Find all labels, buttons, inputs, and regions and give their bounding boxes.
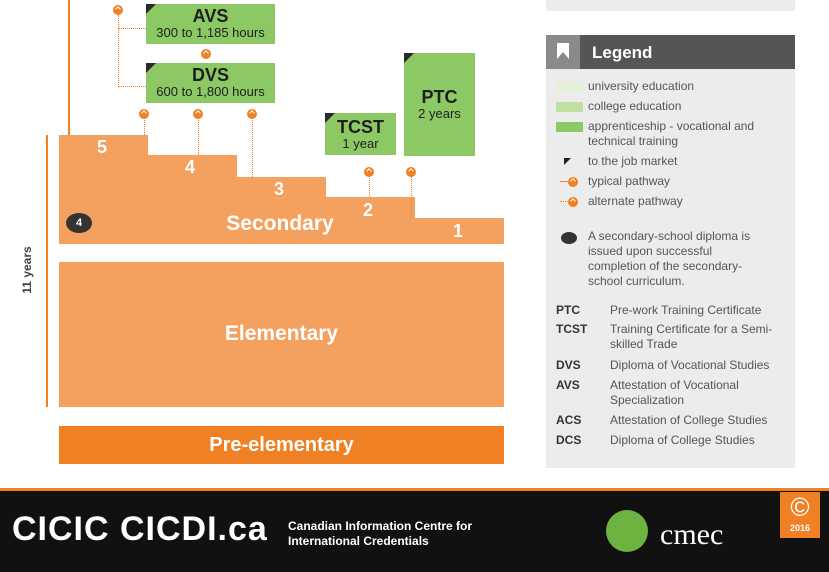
job-market-corner-icon bbox=[146, 63, 156, 73]
cmec-globe-icon bbox=[606, 510, 648, 552]
bookmark-icon bbox=[546, 35, 580, 69]
abbr-acs: ACS bbox=[556, 413, 582, 427]
legend-header: Legend bbox=[546, 35, 795, 69]
tcst-title: TCST bbox=[337, 117, 384, 137]
note-bubble-icon: 4 bbox=[66, 213, 92, 233]
legend-university: university education bbox=[588, 79, 695, 93]
footer-bar: CICIC CICDI.ca Canadian Information Cent… bbox=[0, 488, 829, 572]
typical-pathway-marker-icon bbox=[193, 109, 203, 119]
job-market-corner-icon bbox=[404, 53, 414, 63]
university-swatch bbox=[556, 82, 583, 92]
legend-note: A secondary-school diploma is issued upo… bbox=[588, 229, 751, 288]
secondary-label: Secondary bbox=[226, 212, 334, 235]
ptc-title: PTC bbox=[421, 87, 458, 107]
pathway-line bbox=[118, 28, 146, 29]
pathway-line bbox=[144, 118, 145, 135]
secondary-step-1 bbox=[415, 218, 504, 244]
secondary-step-2 bbox=[326, 197, 415, 244]
secondary-step-4 bbox=[148, 155, 237, 244]
abbr-dvs: DVS bbox=[556, 358, 581, 372]
elementary-label: Elementary bbox=[224, 322, 339, 345]
legend-typical-pathway: typical pathway bbox=[588, 174, 671, 188]
top-gray-box bbox=[546, 0, 795, 11]
typical-pathway-marker-icon bbox=[406, 167, 416, 177]
footer-accent-line bbox=[0, 488, 829, 491]
pathway-line bbox=[118, 86, 146, 87]
step-number-5: 5 bbox=[97, 137, 108, 157]
abbr-avs-desc: Attestation of Vocational Specialization bbox=[610, 378, 739, 407]
typical-pathway-icon bbox=[560, 176, 580, 188]
years-bracket-line bbox=[46, 135, 48, 407]
pathway-line bbox=[369, 176, 370, 197]
abbr-ptc-desc: Pre-work Training Certificate bbox=[610, 303, 762, 317]
typical-pathway-marker-icon bbox=[364, 167, 374, 177]
avs-title: AVS bbox=[192, 6, 229, 26]
top-orange-line bbox=[68, 0, 70, 135]
secondary-step-3 bbox=[237, 177, 326, 244]
org-name-line-2: International Credentials bbox=[288, 534, 429, 548]
cmec-logo-text[interactable]: cmec bbox=[660, 518, 724, 551]
legend-title: Legend bbox=[592, 43, 653, 62]
abbr-dcs: DCS bbox=[556, 433, 582, 447]
copyright-icon: © bbox=[790, 492, 810, 522]
pathway-line bbox=[411, 176, 412, 218]
copyright-badge: © 2016 bbox=[780, 492, 820, 538]
abbr-ptc: PTC bbox=[556, 303, 580, 317]
dvs-program-box: DVS 600 to 1,800 hours bbox=[146, 63, 275, 103]
note-marker-number: 4 bbox=[75, 217, 83, 229]
legend-college: college education bbox=[588, 99, 682, 113]
ptc-program-box: PTC 2 years bbox=[404, 53, 475, 156]
abbr-dvs-desc: Diploma of Vocational Studies bbox=[610, 358, 770, 372]
years-label: 11 years bbox=[20, 246, 34, 294]
pre-elementary-block bbox=[59, 426, 504, 464]
abbr-avs: AVS bbox=[556, 378, 580, 392]
dvs-title: DVS bbox=[191, 65, 229, 85]
abbr-acs-desc: Attestation of College Studies bbox=[610, 413, 768, 427]
pre-elementary-label: Pre-elementary bbox=[209, 434, 354, 456]
avs-duration: 300 to 1,185 hours bbox=[156, 25, 265, 40]
pathway-line bbox=[252, 118, 253, 177]
corner-arrow-icon bbox=[564, 158, 571, 165]
pathway-line bbox=[118, 15, 119, 87]
college-swatch bbox=[556, 102, 583, 112]
pathway-line bbox=[198, 118, 199, 155]
elementary-block bbox=[59, 262, 504, 407]
step-number-2: 2 bbox=[363, 200, 374, 220]
abbr-dcs-desc: Diploma of College Studies bbox=[610, 433, 755, 447]
job-market-corner-icon bbox=[146, 4, 156, 14]
legend-alternate-pathway: alternate pathway bbox=[588, 194, 683, 208]
typical-pathway-marker-icon bbox=[201, 49, 211, 59]
legend-job-market: to the job market bbox=[588, 154, 678, 168]
legend-panel: Legend university education college educ… bbox=[546, 35, 795, 468]
org-name-line-1: Canadian Information Centre for bbox=[288, 519, 473, 533]
legend-apprenticeship: apprenticeship - vocational and technica… bbox=[588, 119, 755, 148]
note-bubble-icon bbox=[561, 232, 577, 244]
job-market-corner-icon bbox=[325, 113, 335, 123]
typical-pathway-marker-icon bbox=[139, 109, 149, 119]
abbr-tcst-desc: Training Certificate for a Semi-skilled … bbox=[610, 322, 773, 351]
apprenticeship-swatch bbox=[556, 122, 583, 132]
alternate-pathway-marker-icon bbox=[247, 109, 257, 119]
ptc-duration: 2 years bbox=[418, 106, 461, 121]
copyright-year: 2016 bbox=[789, 523, 811, 533]
tcst-program-box: TCST 1 year bbox=[325, 113, 396, 155]
step-number-4: 4 bbox=[185, 157, 196, 177]
alternate-pathway-icon bbox=[560, 196, 580, 208]
step-number-3: 3 bbox=[274, 179, 285, 199]
avs-program-box: AVS 300 to 1,185 hours bbox=[146, 4, 275, 44]
step-number-1: 1 bbox=[453, 221, 464, 241]
alternate-pathway-marker-icon bbox=[113, 5, 123, 15]
dvs-duration: 600 to 1,800 hours bbox=[156, 84, 265, 99]
tcst-duration: 1 year bbox=[342, 136, 379, 151]
cicic-logo[interactable]: CICIC CICDI.ca bbox=[12, 510, 268, 548]
abbr-tcst: TCST bbox=[556, 322, 588, 336]
